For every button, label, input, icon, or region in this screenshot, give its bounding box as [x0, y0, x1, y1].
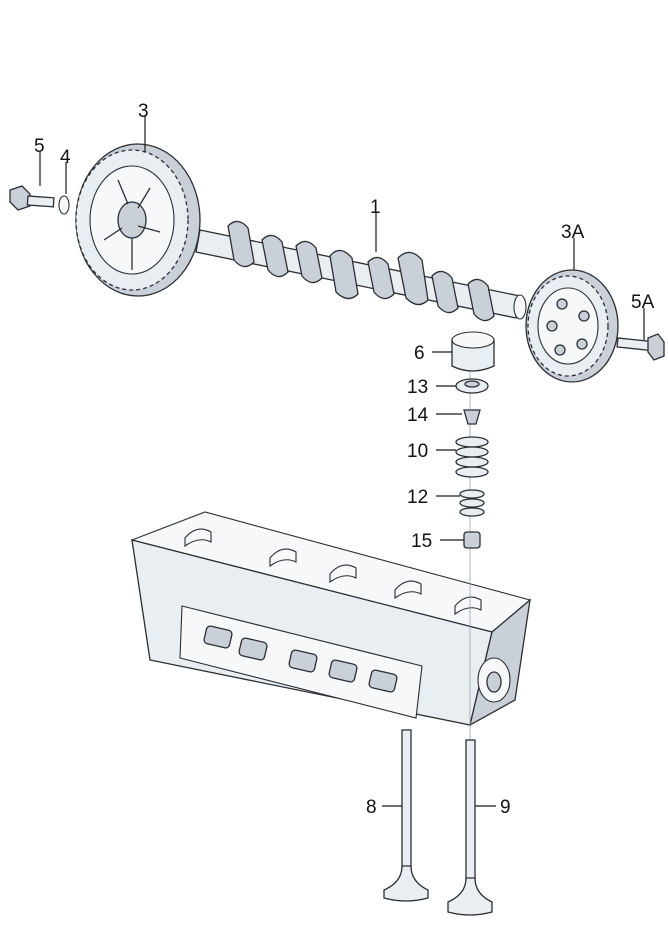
camshaft-sprocket	[75, 143, 201, 297]
inner-valve-spring	[459, 489, 485, 517]
callout-3a: 3A	[561, 222, 585, 243]
callout-8: 8	[366, 797, 377, 818]
leader-lines	[39, 116, 645, 807]
callout-10: 10	[407, 441, 428, 462]
callout-6: 6	[414, 343, 425, 364]
callout-1: 1	[370, 197, 381, 218]
bucket-tappet	[451, 331, 495, 372]
sprocket-bolt	[9, 185, 55, 211]
intake-valve	[383, 729, 429, 902]
callout-13: 13	[407, 377, 428, 398]
callout-3: 3	[138, 101, 149, 122]
callout-15: 15	[411, 531, 432, 552]
washer	[58, 195, 70, 215]
camshaft	[195, 220, 527, 322]
camshaft-sprocket-alt	[525, 269, 619, 383]
callout-4: 4	[60, 147, 71, 168]
valve-stem-seal	[463, 531, 481, 549]
callout-5a: 5A	[631, 292, 655, 313]
callout-14: 14	[407, 405, 429, 426]
callout-9: 9	[500, 797, 511, 818]
valve-cotters	[463, 409, 481, 425]
callout-12: 12	[407, 487, 428, 508]
outer-valve-spring	[455, 436, 489, 478]
spring-retainer	[455, 378, 489, 394]
callout-5: 5	[34, 136, 45, 157]
cylinder-head	[130, 511, 532, 727]
sprocket-bolt-alt	[616, 333, 665, 361]
exhaust-valve	[447, 739, 493, 916]
